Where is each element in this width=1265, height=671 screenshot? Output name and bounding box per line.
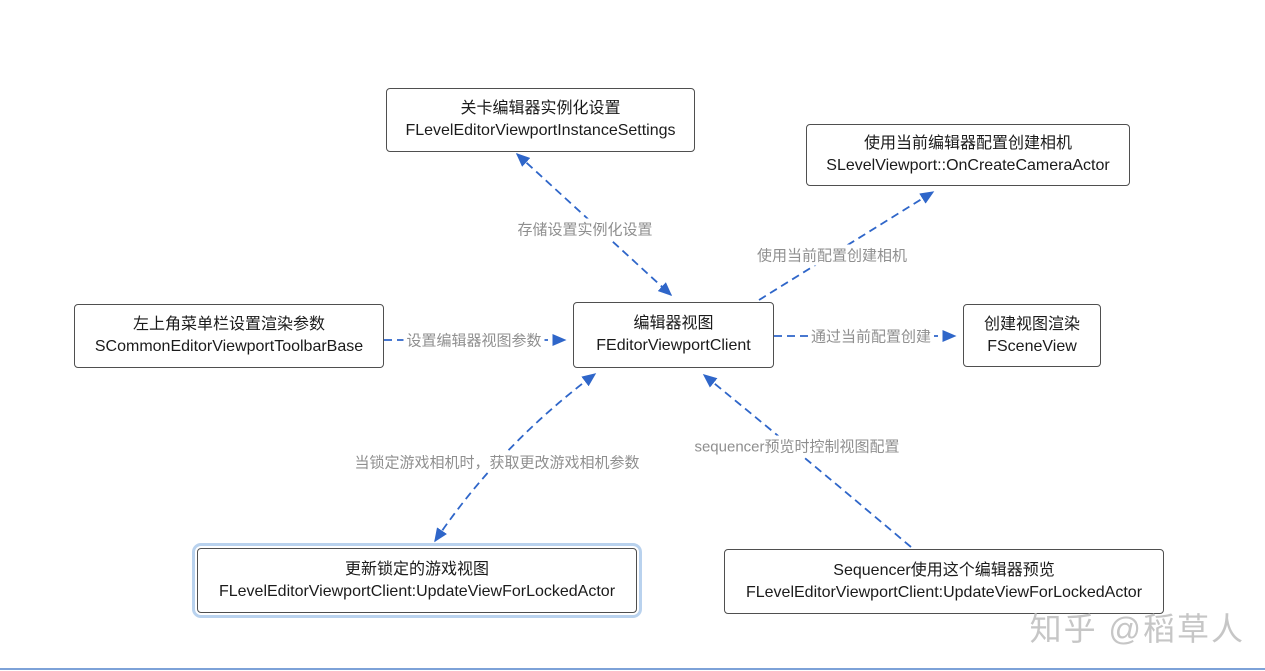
node-subtitle: FSceneView	[987, 337, 1077, 355]
node-scene-view: 创建视图渲染 FSceneView	[963, 304, 1101, 367]
node-title: 更新锁定的游戏视图	[344, 560, 489, 578]
node-subtitle: FLevelEditorViewportInstanceSettings	[405, 122, 676, 139]
bottom-divider	[0, 668, 1265, 670]
node-title: 编辑器视图	[633, 315, 714, 332]
node-title: Sequencer使用这个编辑器预览	[833, 561, 1055, 579]
node-on-create-camera-actor: 使用当前编辑器配置创建相机 SLevelViewport::OnCreateCa…	[806, 124, 1130, 186]
node-title: 创建视图渲染	[983, 315, 1080, 333]
node-title: 使用当前编辑器配置创建相机	[863, 135, 1072, 152]
node-subtitle: FEditorViewportClient	[596, 337, 751, 354]
node-level-editor-instance-settings: 关卡编辑器实例化设置 FLevelEditorViewportInstanceS…	[386, 88, 695, 152]
node-subtitle: FLevelEditorViewportClient:UpdateViewFor…	[218, 582, 616, 600]
node-viewport-toolbar-base: 左上角菜单栏设置渲染参数 SCommonEditorViewportToolba…	[74, 304, 384, 368]
node-subtitle: FLevelEditorViewportClient:UpdateViewFor…	[745, 583, 1143, 601]
watermark-text: 知乎 @稻草人	[1029, 611, 1245, 647]
edge-locked-camera	[434, 373, 597, 543]
node-update-view-for-locked-actor: 更新锁定的游戏视图 FLevelEditorViewportClient:Upd…	[192, 543, 642, 618]
edge-create-camera	[758, 191, 935, 301]
edge-label-set-viewport-params: 设置编辑器视图参数	[403, 329, 545, 351]
node-sequencer-preview: Sequencer使用这个编辑器预览 FLevelEditorViewportC…	[724, 549, 1164, 614]
edge-label-create-sceneview: 通过当前配置创建	[807, 325, 935, 347]
edge-label-sequencer-preview: sequencer预览时控制视图配置	[691, 435, 903, 457]
edge-label-create-camera: 使用当前配置创建相机	[753, 244, 911, 266]
node-title: 关卡编辑器实例化设置	[460, 100, 621, 117]
edge-label-store-settings: 存储设置实例化设置	[514, 218, 656, 240]
edge-label-locked-camera: 当锁定游戏相机时，获取更改游戏相机参数	[351, 451, 643, 473]
edge-sequencer-preview	[702, 374, 912, 548]
node-subtitle: SLevelViewport::OnCreateCameraActor	[826, 157, 1110, 174]
node-editor-viewport-client: 编辑器视图 FEditorViewportClient	[573, 302, 774, 368]
node-title: 左上角菜单栏设置渲染参数	[132, 316, 325, 333]
node-subtitle: SCommonEditorViewportToolbarBase	[94, 338, 364, 355]
